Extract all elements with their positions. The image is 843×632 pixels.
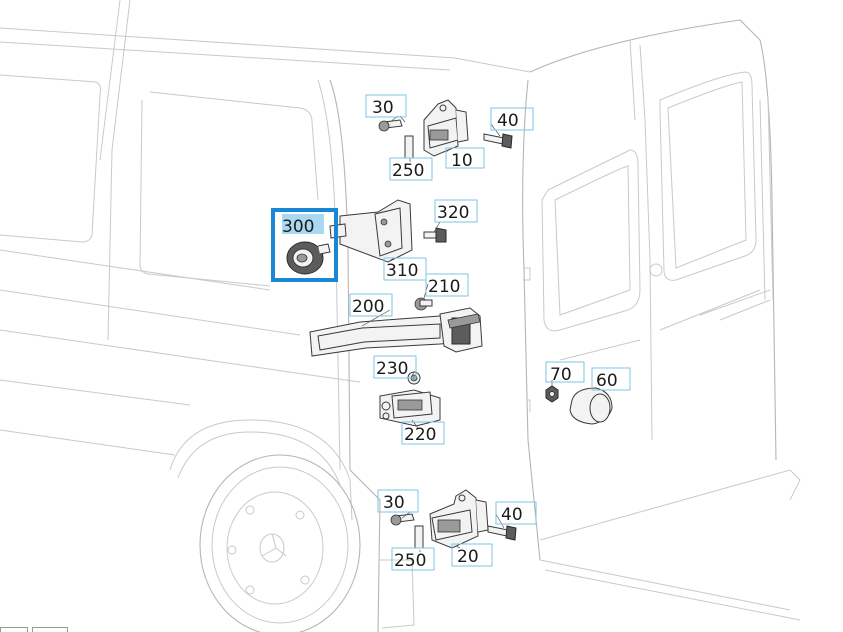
- callout-310[interactable]: 310: [383, 257, 427, 281]
- callout-250-top[interactable]: 250: [389, 157, 433, 181]
- nut-part-70: [545, 385, 559, 403]
- top-sleeve-part-250: [404, 135, 414, 159]
- callout-70[interactable]: 70: [545, 361, 585, 385]
- callout-label: 10: [451, 151, 473, 171]
- bottom-bolt-part-40: [487, 525, 517, 541]
- screw-part-320: [423, 227, 447, 243]
- callout-label: 40: [497, 111, 519, 131]
- callout-label: 310: [386, 261, 418, 281]
- callout-40-bottom[interactable]: 40: [495, 501, 537, 525]
- top-bolt-part-40: [483, 133, 513, 149]
- callout-200[interactable]: 200: [349, 293, 393, 317]
- callout-label: 220: [404, 425, 436, 445]
- latch-part-220: [379, 389, 441, 427]
- callout-label: 200: [352, 297, 384, 317]
- cap-part-60: [569, 387, 613, 425]
- callout-label: 230: [376, 359, 408, 379]
- callout-30-bottom[interactable]: 30: [377, 489, 419, 513]
- door-check-strap-part-200: [309, 307, 483, 357]
- callout-300-selected[interactable]: 300: [271, 208, 338, 282]
- callout-label: 250: [392, 161, 424, 181]
- callout-label: 30: [372, 98, 394, 118]
- callout-320[interactable]: 320: [434, 199, 478, 223]
- rubber-buffer-part-300: [286, 241, 331, 275]
- callout-30-top[interactable]: 30: [365, 94, 407, 118]
- callout-20[interactable]: 20: [451, 543, 493, 567]
- callout-210[interactable]: 210: [425, 273, 469, 297]
- callout-label: 210: [428, 277, 460, 297]
- callout-label: 300: [282, 217, 314, 237]
- callout-label: 70: [550, 365, 572, 385]
- callout-60[interactable]: 60: [591, 367, 631, 391]
- callout-label: 20: [457, 547, 479, 567]
- top-hinge-part-10: [423, 99, 469, 157]
- bolt-part-210: [414, 297, 433, 311]
- callout-label: 250: [394, 551, 426, 571]
- callout-220[interactable]: 220: [401, 421, 445, 445]
- callout-label: 40: [501, 505, 523, 525]
- bottom-sleeve-part-250: [414, 525, 424, 549]
- bottom-hinge-part-20: [429, 489, 489, 549]
- callout-label: 320: [437, 203, 469, 223]
- corner-tab-right[interactable]: [32, 627, 68, 632]
- bottom-screw-part-30: [390, 513, 415, 526]
- callout-230[interactable]: 230: [373, 355, 417, 379]
- callout-label: 60: [596, 371, 618, 391]
- callout-40-top[interactable]: 40: [490, 107, 534, 131]
- callout-250-bottom[interactable]: 250: [391, 547, 435, 571]
- callout-label: 30: [383, 493, 405, 513]
- corner-tab-left[interactable]: [0, 627, 28, 632]
- callout-10[interactable]: 10: [445, 147, 485, 171]
- bracket-part-310: [329, 199, 413, 263]
- top-screw-part-30: [378, 115, 406, 132]
